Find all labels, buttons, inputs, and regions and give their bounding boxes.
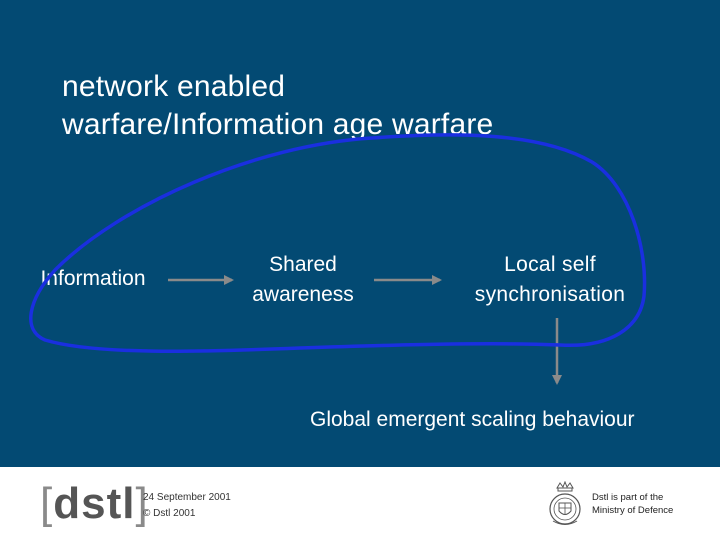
node-shared-line-2: awareness	[252, 283, 354, 306]
footer-date: 24 September 2001	[143, 492, 231, 503]
logo-text: dstl	[53, 479, 136, 528]
royal-crest-icon	[549, 481, 581, 525]
slide-canvas: network enabled warfare/Information age …	[0, 0, 720, 467]
footer-copyright: © Dstl 2001	[143, 508, 196, 519]
node-information: Information	[40, 267, 146, 290]
diagram-overlay	[29, 133, 647, 385]
logo-bracket-left: [	[40, 479, 54, 528]
node-local-self-synchronisation: Local self synchronisation	[450, 250, 650, 310]
node-global-emergent-behaviour: Global emergent scaling behaviour	[310, 408, 635, 431]
node-local-line-1: Local self	[504, 253, 596, 276]
logo-bracket-right: ]	[135, 479, 149, 528]
footer: [dstl] 24 September 2001 © Dstl 2001 Dst…	[0, 467, 720, 540]
feedback-loop	[29, 133, 647, 353]
node-shared-awareness: Shared awareness	[233, 250, 373, 310]
dstl-logo: [dstl]	[40, 481, 149, 527]
mod-line-1: Dstl is part of the	[592, 492, 664, 503]
mod-statement: Dstl is part of the Ministry of Defence	[592, 491, 673, 517]
node-local-line-2: synchronisation	[474, 283, 626, 306]
title-line-1: network enabled	[62, 70, 286, 103]
mod-line-2: Ministry of Defence	[592, 505, 674, 516]
node-shared-line-1: Shared	[269, 253, 337, 276]
